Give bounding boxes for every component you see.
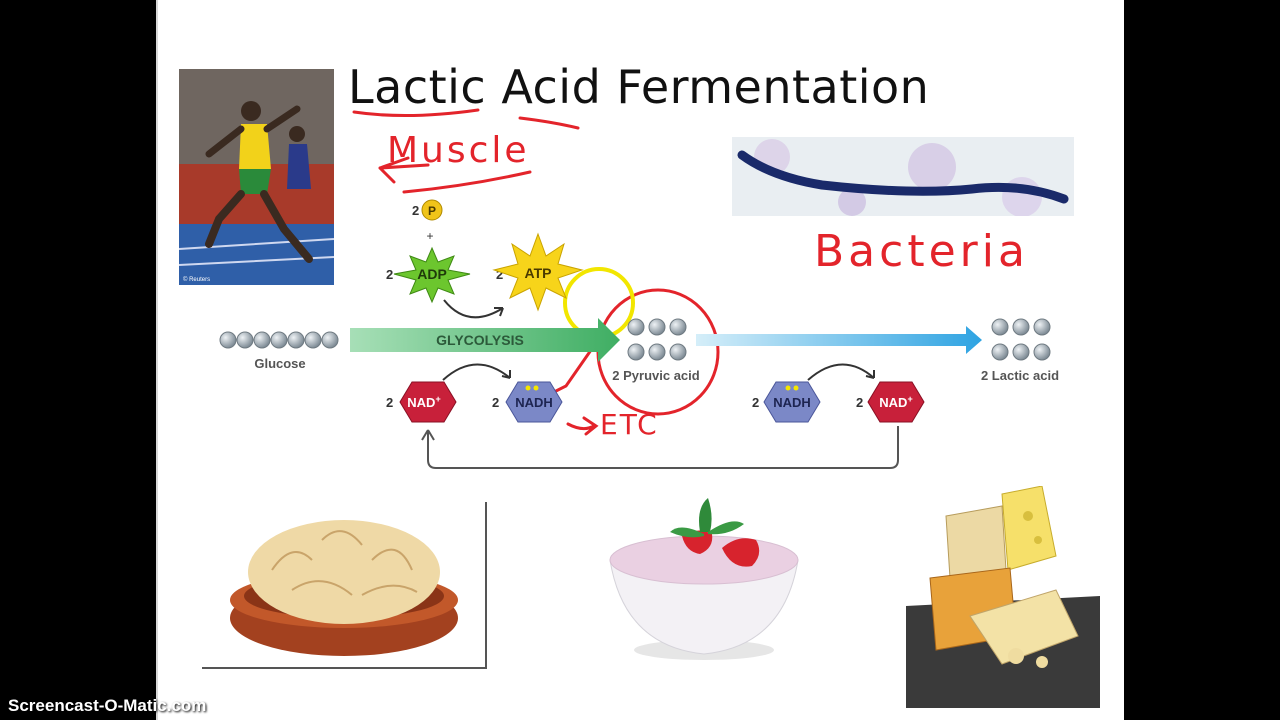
fermentation-arrow: [696, 326, 982, 354]
nadh-right-label: NADH: [773, 395, 811, 410]
nadh-left-hexagon-icon: [505, 381, 563, 423]
title-underline-lactic: [352, 108, 480, 118]
glycolysis-arrow: [350, 318, 620, 362]
nadh-left-label: NADH: [515, 395, 553, 410]
glycolysis-label: GLYCOLYSIS: [436, 332, 524, 348]
sprinter-photo: © Reuters: [179, 69, 334, 285]
slide: Lactic Acid Fermentation Muscle Bacteria…: [158, 0, 1124, 720]
muscle-underline: [402, 170, 532, 194]
nad-to-nadh-arrow: [442, 363, 511, 381]
atp-star-icon: [492, 232, 584, 312]
nad-left-hexagon-icon: [399, 381, 457, 423]
nadh-right-coef: 2: [752, 395, 759, 410]
atp-label: ATP: [525, 265, 552, 281]
nadh-check-mark: [552, 338, 600, 394]
pyruvic-acid-label: 2 Pyruvic acid: [612, 368, 699, 383]
pyruvic-acid-molecules: [627, 318, 687, 361]
nad-left-coef: 2: [386, 395, 393, 410]
phosphate-plus: +: [426, 229, 433, 243]
muscle-annotation: Muscle: [387, 130, 530, 171]
screencast-watermark: Screencast-O-Matic.com: [8, 696, 207, 715]
cheese-photo: [906, 486, 1100, 708]
title-underline-acid: [518, 116, 580, 130]
etc-annotation: ETC: [600, 408, 659, 441]
bacteria-micrograph: [732, 137, 1074, 216]
etc-arrow-icon: [566, 416, 599, 436]
nad-left-label: NAD+: [407, 394, 440, 410]
nadh-left-coef: 2: [492, 395, 499, 410]
sauerkraut-photo: [202, 502, 487, 669]
phosphate-coef: 2: [412, 203, 419, 218]
adp-star-icon: [393, 246, 471, 304]
slide-border: [156, 0, 158, 720]
fermentation-pathway-diagram: Glucose GLYCOLYSIS 2 Pyruvic acid 2 Lact…: [219, 199, 1059, 469]
adp-label: ADP: [417, 266, 447, 282]
lactic-acid-molecules: [991, 318, 1051, 361]
nadh-right-hexagon-icon: [763, 381, 821, 423]
muscle-arrow-icon: [378, 156, 430, 184]
yogurt-photo: [609, 498, 799, 660]
nad-recycle-arrow: [427, 426, 899, 469]
lactic-acid-label: 2 Lactic acid: [981, 368, 1059, 383]
nad-right-label: NAD+: [879, 394, 912, 410]
adp-to-atp-arrow: [443, 299, 504, 319]
glucose-molecule: [219, 331, 339, 349]
bacteria-annotation: Bacteria: [814, 226, 1029, 277]
glucose-label: Glucose: [254, 356, 305, 371]
nad-right-coef: 2: [856, 395, 863, 410]
phosphate-symbol: P: [428, 204, 436, 218]
sprinter-credit: © Reuters: [183, 276, 210, 283]
slide-title: Lactic Acid Fermentation: [348, 60, 930, 114]
nadh-to-nad-arrow: [807, 363, 875, 381]
nad-right-hexagon-icon: [867, 381, 925, 423]
phosphate-icon: [421, 199, 443, 221]
adp-coef: 2: [386, 267, 393, 282]
atp-coef: 2: [496, 267, 503, 282]
